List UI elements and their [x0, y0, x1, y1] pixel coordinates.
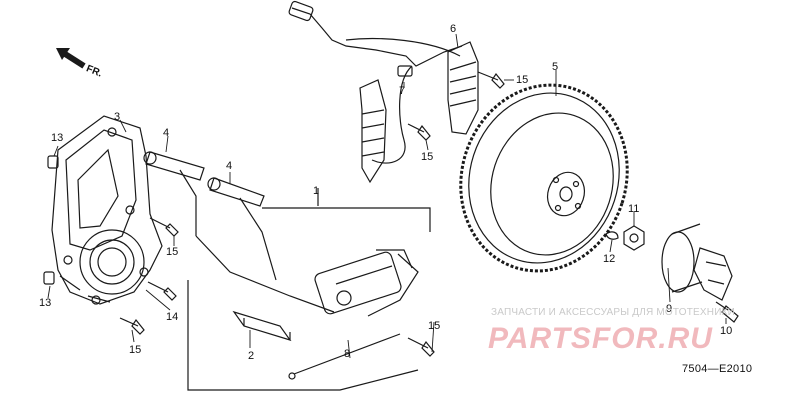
callout-15-left: 15: [166, 246, 179, 258]
callout-12: 12: [603, 253, 616, 265]
flange-bolt-bottom-right: [407, 337, 435, 357]
flange-bolt-middle: [407, 123, 431, 141]
starter-pulley: [661, 223, 733, 301]
spark-plug-cap-lower: [207, 177, 277, 281]
callout-13-lower: 13: [39, 297, 52, 309]
callout-4-upper: 4: [163, 127, 170, 139]
callout-1: 1: [313, 185, 320, 197]
ground-wire: [288, 333, 401, 380]
callout-8: 8: [344, 348, 351, 360]
fan-cover-housing: [51, 115, 163, 305]
callout-7: 7: [399, 85, 406, 97]
callout-15-top: 15: [516, 74, 529, 86]
dowel-pin-lower: [43, 271, 55, 285]
charge-coil-right: [447, 41, 479, 135]
flywheel-nut: [623, 225, 645, 251]
callout-15-bottom-right: 15: [428, 320, 441, 332]
dowel-pin-upper: [47, 155, 59, 169]
diagram-code: 7504—E2010: [682, 363, 753, 375]
callout-11: 11: [628, 203, 640, 215]
callout-3: 3: [114, 111, 121, 123]
callout-leader-lines: [47, 33, 727, 359]
callout-10: 10: [720, 325, 733, 337]
flange-bolt-bottom-left: [119, 317, 145, 335]
callout-14: 14: [166, 311, 179, 323]
flange-bolt-left: [149, 217, 179, 237]
ignition-group-frame: [187, 188, 431, 391]
charge-coil-left: [359, 79, 387, 184]
watermark-logo: PARTSFOR.RU: [488, 322, 713, 355]
ignition-coil: [195, 235, 419, 317]
front-direction-arrow: [56, 48, 86, 69]
callout-5: 5: [552, 61, 559, 73]
watermark-caption: ЗАПЧАСТИ И АКСЕССУАРЫ ДЛЯ МОТОТЕХНИКИ: [491, 307, 736, 318]
flywheel: [459, 83, 629, 273]
flywheel-key: [605, 231, 619, 240]
callout-6: 6: [450, 23, 457, 35]
starter-pulley-bolt: [715, 301, 739, 323]
spark-plug-cap-upper: [143, 151, 205, 236]
callout-2: 2: [248, 350, 255, 362]
callout-15-middle: 15: [421, 151, 434, 163]
flange-bolt-14: [147, 281, 177, 301]
coil-spacer: [232, 310, 292, 342]
callout-4-lower: 4: [226, 160, 233, 172]
callout-9: 9: [666, 303, 673, 315]
callout-13-upper: 13: [51, 132, 64, 144]
callout-15-bottom-left: 15: [129, 344, 142, 356]
flange-bolt-top: [477, 71, 505, 89]
